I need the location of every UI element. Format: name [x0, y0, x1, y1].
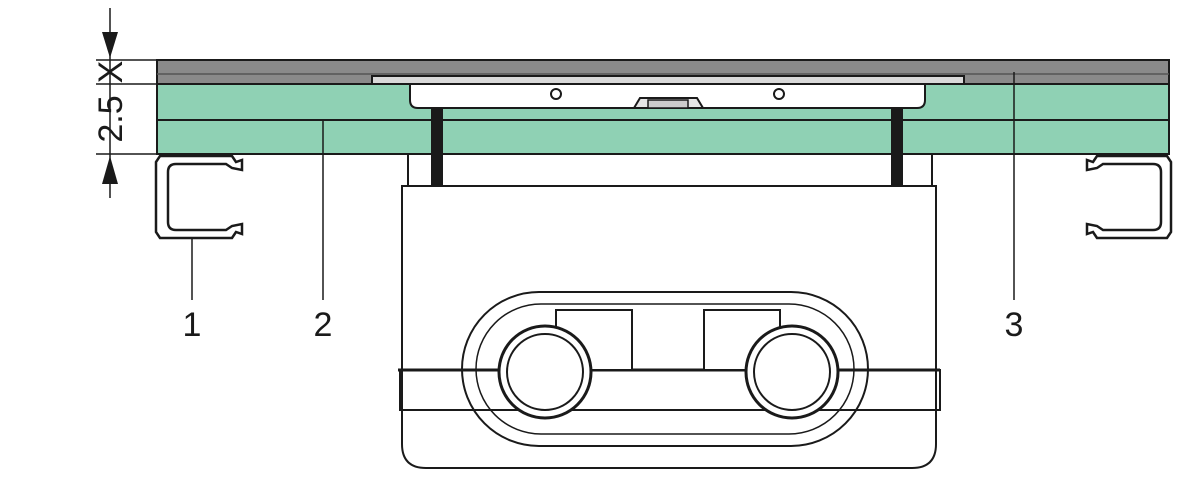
dimension-arrow-up — [102, 156, 118, 184]
callout-label-1: 1 — [183, 306, 202, 344]
socket-left-inner — [506, 333, 584, 411]
profile-rail-right — [1085, 154, 1173, 240]
flange-latch-inner — [647, 99, 689, 109]
recess-plate — [371, 75, 965, 85]
socket-oval-inner — [475, 303, 855, 435]
rod-left — [431, 108, 443, 200]
dimension-x-label: X — [92, 61, 130, 84]
flange-screw-left — [550, 88, 562, 100]
box-top-collar — [407, 153, 933, 187]
dimension-height-label: 2.5 — [92, 95, 130, 142]
profile-rail-left — [154, 154, 244, 240]
dimension-arrow-down — [102, 32, 118, 58]
panel-lower-layer — [156, 119, 1170, 155]
socket-right-inner — [753, 333, 831, 411]
callout-label-3: 3 — [1005, 306, 1024, 344]
mounting-flange — [409, 83, 926, 109]
socket-oval-outer — [461, 291, 869, 447]
callout-label-2: 2 — [314, 306, 333, 344]
flange-screw-right — [773, 88, 785, 100]
rod-right — [891, 108, 903, 200]
